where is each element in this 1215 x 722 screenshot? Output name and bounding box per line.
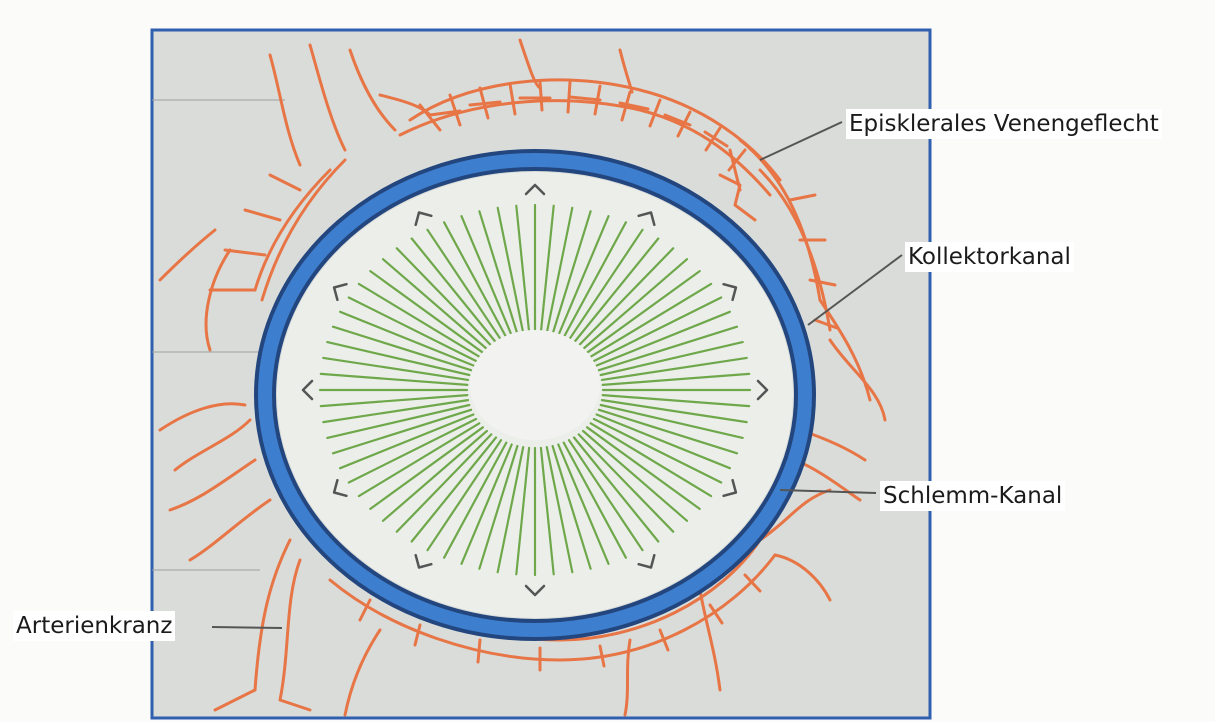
label-kollektorkanal: Kollektorkanal (905, 242, 1074, 272)
label-episkleral-venengeflecht: Episklerales Venengeflecht (846, 109, 1162, 139)
label-schlemm-kanal: Schlemm-Kanal (880, 481, 1065, 511)
leader-arterien (212, 627, 282, 628)
label-arterienkranz: Arterienkranz (13, 611, 175, 641)
pupil-center (470, 330, 600, 440)
